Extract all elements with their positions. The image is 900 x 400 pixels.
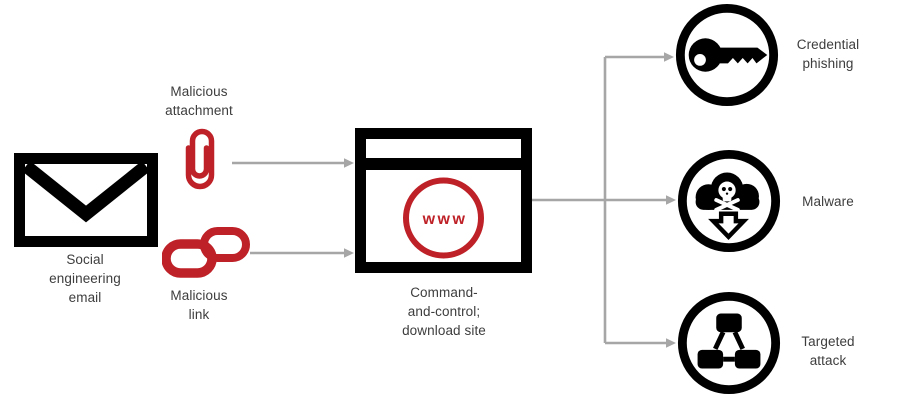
- malware-label: Malware: [802, 194, 854, 209]
- network-nodes-icon: [677, 291, 781, 395]
- paperclip-icon: [185, 128, 215, 190]
- skull-crossbones: [714, 181, 740, 212]
- c2-label: Command- and-control; download site: [402, 285, 486, 338]
- download-arrow: [708, 211, 749, 241]
- targeted-attack-label: Targeted attack: [801, 334, 855, 368]
- key-icon: [675, 3, 779, 107]
- browser-window-icon: www: [355, 128, 532, 273]
- skull-cloud-download-icon: [677, 149, 781, 253]
- chain-link-icon: [162, 227, 250, 278]
- www-badge: www: [422, 211, 468, 228]
- credential-phishing-label: Credential phishing: [796, 37, 860, 71]
- email-label: Social engineering email: [49, 252, 121, 305]
- attachment-label: Malicious attachment: [165, 84, 233, 118]
- link-label: Malicious link: [170, 288, 228, 322]
- envelope-icon: [14, 153, 158, 247]
